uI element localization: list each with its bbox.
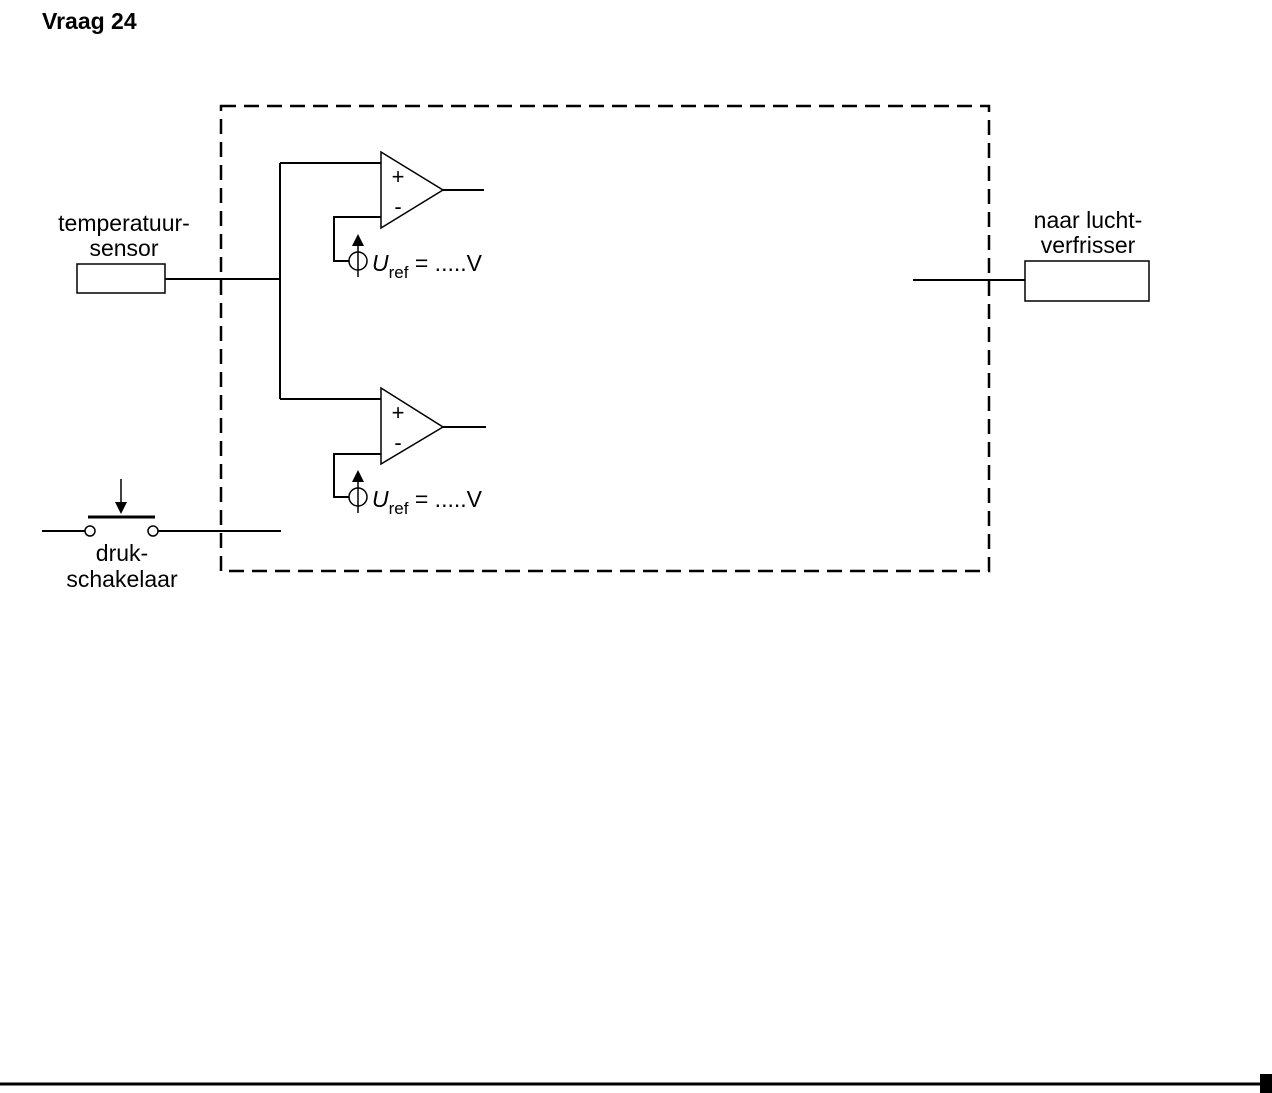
- air-freshener-label-line1: naar lucht-: [1034, 207, 1143, 233]
- reference-voltage-label-bottom: Uref = .....V: [372, 486, 483, 518]
- comparator-bottom-plus: +: [392, 400, 405, 425]
- comparator-top: + - Uref = .....V: [333, 150, 484, 282]
- question-heading: Vraag 24: [42, 8, 137, 34]
- push-switch-contact-left: [84, 525, 96, 537]
- air-freshener-label-line2: verfrisser: [1041, 232, 1136, 258]
- comparator-top-plus: +: [392, 164, 405, 189]
- push-switch-label-line1: druk-: [96, 540, 148, 566]
- comparator-bottom: + - Uref = .....V: [333, 386, 486, 518]
- page-corner-marker: [1260, 1074, 1272, 1093]
- comparator-bottom-minus: -: [394, 430, 401, 455]
- air-freshener-box: [1024, 260, 1150, 302]
- processing-block-boundary: [219, 104, 991, 573]
- reference-voltage-label-top: Uref = .....V: [372, 250, 483, 282]
- comparator-top-triangle: [380, 150, 445, 230]
- push-switch-label-line2: schakelaar: [66, 566, 178, 592]
- push-switch-contact-right: [147, 525, 159, 537]
- temperature-sensor-label-line1: temperatuur-: [58, 210, 190, 236]
- comparator-bottom-triangle: [380, 386, 445, 466]
- temperature-sensor-label-line2: sensor: [89, 235, 158, 261]
- air-freshener-output: naar lucht- verfrisser: [913, 207, 1150, 302]
- sensor-wiring: [165, 162, 381, 400]
- comparator-top-minus: -: [394, 194, 401, 219]
- push-switch: druk- schakelaar: [42, 479, 281, 592]
- temperature-sensor: temperatuur- sensor: [58, 210, 190, 294]
- temperature-sensor-box: [76, 263, 166, 294]
